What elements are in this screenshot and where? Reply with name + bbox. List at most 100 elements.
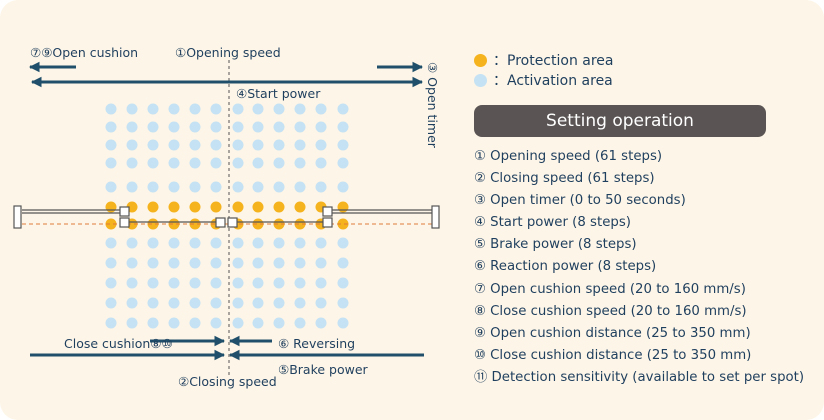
protection-dot	[232, 201, 244, 213]
activation-dot	[315, 181, 327, 193]
legend-activation: ：Activation area	[474, 70, 613, 90]
activation-dot	[273, 317, 285, 329]
protection-dot	[294, 201, 306, 213]
protection-dot	[273, 218, 285, 230]
left-door-post	[13, 205, 22, 229]
activation-dot	[337, 121, 349, 133]
activation-dot	[337, 297, 349, 309]
activation-dot	[147, 237, 159, 249]
protection-dot	[294, 218, 306, 230]
closing-speed-label: ②Closing speed	[178, 374, 277, 389]
activation-dot	[168, 277, 180, 289]
activation-dot	[189, 297, 201, 309]
activation-dot	[189, 257, 201, 269]
start-power-label: ④Start power	[236, 86, 321, 101]
activation-dot	[126, 157, 138, 169]
activation-dot	[105, 237, 117, 249]
activation-dot	[168, 103, 180, 115]
activation-dot	[105, 121, 117, 133]
activation-dot	[147, 317, 159, 329]
activation-dot	[273, 103, 285, 115]
top-arrows	[28, 61, 424, 88]
activation-dot	[126, 121, 138, 133]
setting-item: ⑦ Open cushion speed (20 to 160 mm/s)	[474, 281, 746, 297]
activation-dot	[105, 317, 117, 329]
opening-speed-label: ①Opening speed	[175, 45, 281, 60]
activation-dot	[315, 237, 327, 249]
activation-dot	[337, 181, 349, 193]
legend-protection-label: ：Protection area	[493, 53, 614, 69]
setting-item: ⑪ Detection sensitivity (available to se…	[474, 369, 805, 385]
brake-power-label: ⑤Brake power	[278, 362, 369, 377]
activation-dot	[232, 121, 244, 133]
activation-dot	[168, 157, 180, 169]
activation-dot	[210, 297, 222, 309]
bottom-arrows	[30, 335, 424, 361]
setting-item: ⑧ Close cushion speed (20 to 160 mm/s)	[474, 303, 747, 319]
activation-dot	[126, 103, 138, 115]
activation-dot	[168, 317, 180, 329]
activation-dot	[273, 157, 285, 169]
protection-dot	[210, 201, 222, 213]
activation-dot	[232, 181, 244, 193]
protection-dot	[337, 218, 349, 230]
setting-item: ⑨ Open cushion distance (25 to 350 mm)	[474, 325, 751, 341]
activation-dot	[126, 317, 138, 329]
activation-dot	[105, 257, 117, 269]
activation-dot	[337, 237, 349, 249]
setting-item: ① Opening speed (61 steps)	[474, 149, 663, 164]
close-cushion-label: Close cushion⑧⑩	[64, 336, 173, 351]
open-timer-label: ③ Open timer	[425, 62, 440, 149]
setting-operation-list: ① Opening speed (61 steps)② Closing spee…	[474, 146, 804, 389]
activation-dot	[252, 257, 264, 269]
activation-dot	[273, 277, 285, 289]
activation-dot	[294, 237, 306, 249]
activation-dot	[315, 257, 327, 269]
protection-dot	[189, 201, 201, 213]
activation-dot	[147, 297, 159, 309]
activation-dot	[168, 121, 180, 133]
open-cushion-label: ⑦⑨Open cushion	[30, 45, 138, 60]
activation-dot	[126, 297, 138, 309]
protection-dot	[105, 218, 117, 230]
activation-dot	[126, 237, 138, 249]
setting-item: ③ Open timer (0 to 50 seconds)	[474, 193, 686, 209]
activation-dot	[294, 257, 306, 269]
setting-item: ⑤ Brake power (8 steps)	[474, 237, 637, 253]
activation-dot	[189, 121, 201, 133]
activation-dot	[189, 103, 201, 115]
setting-item: ⑩ Close cushion distance (25 to 350 mm)	[474, 347, 752, 363]
protection-dot	[168, 218, 180, 230]
activation-dot	[252, 277, 264, 289]
activation-dot	[126, 181, 138, 193]
activation-dot	[210, 181, 222, 193]
activation-dot	[315, 297, 327, 309]
activation-dot	[147, 257, 159, 269]
activation-dot	[294, 139, 306, 151]
protection-dot-icon	[474, 53, 487, 67]
protection-dot	[252, 201, 264, 213]
protection-dot	[147, 218, 159, 230]
legend-protection: ：Protection area	[474, 50, 614, 70]
activation-dot	[232, 103, 244, 115]
activation-dot	[189, 317, 201, 329]
activation-dot	[105, 297, 117, 309]
setting-operation-header: Setting operation	[474, 105, 766, 137]
activation-dot	[294, 103, 306, 115]
activation-dot	[105, 157, 117, 169]
activation-dot	[337, 103, 349, 115]
activation-dot	[126, 139, 138, 151]
activation-dot	[210, 103, 222, 115]
activation-dot	[168, 257, 180, 269]
activation-dot	[210, 139, 222, 151]
activation-dot	[252, 121, 264, 133]
activation-dot	[210, 157, 222, 169]
activation-dot	[252, 103, 264, 115]
protection-dot	[189, 218, 201, 230]
activation-dot	[337, 157, 349, 169]
activation-dot	[294, 157, 306, 169]
setting-item: ⑥ Reaction power (8 steps)	[474, 259, 657, 275]
activation-dot	[273, 139, 285, 151]
activation-dot	[337, 317, 349, 329]
activation-dot	[337, 139, 349, 151]
